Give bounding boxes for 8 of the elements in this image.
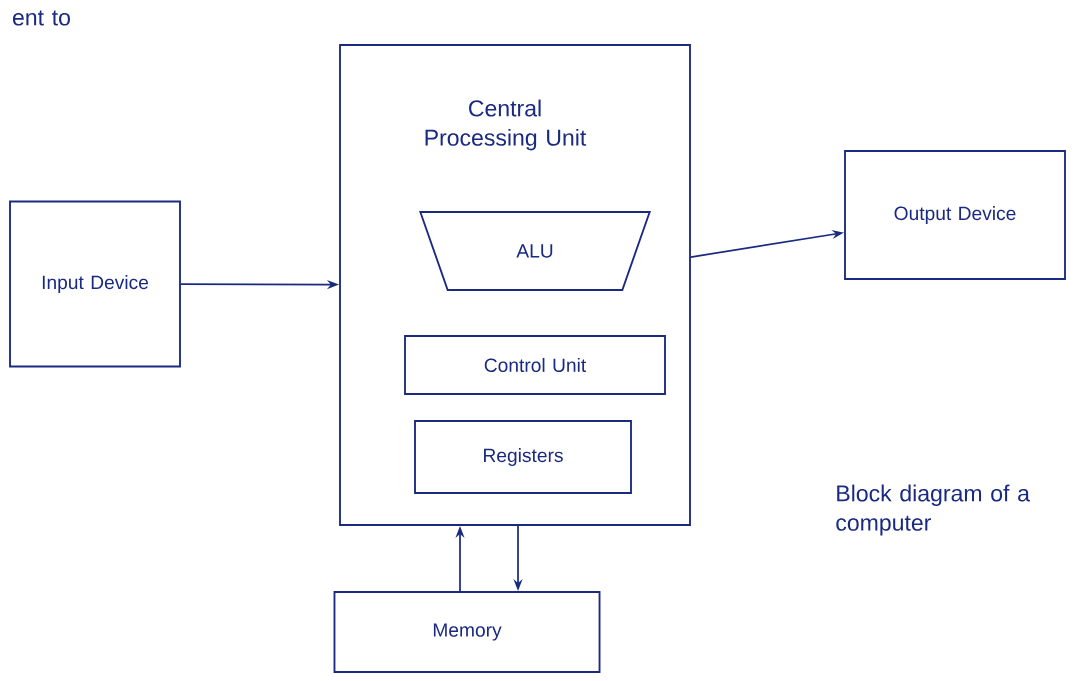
process-box: Input Device	[9, 200, 181, 368]
note-text: Block diagram of a computer	[836, 484, 1030, 536]
unit-box: Registers	[414, 420, 632, 494]
unit-box: Control Unit	[404, 335, 666, 395]
process-box: Output Device	[844, 150, 1066, 280]
process-box: Memory	[333, 591, 601, 673]
alu-trapezoid: ALU	[419, 211, 651, 291]
cut-off-text: ent to	[13, 10, 70, 26]
